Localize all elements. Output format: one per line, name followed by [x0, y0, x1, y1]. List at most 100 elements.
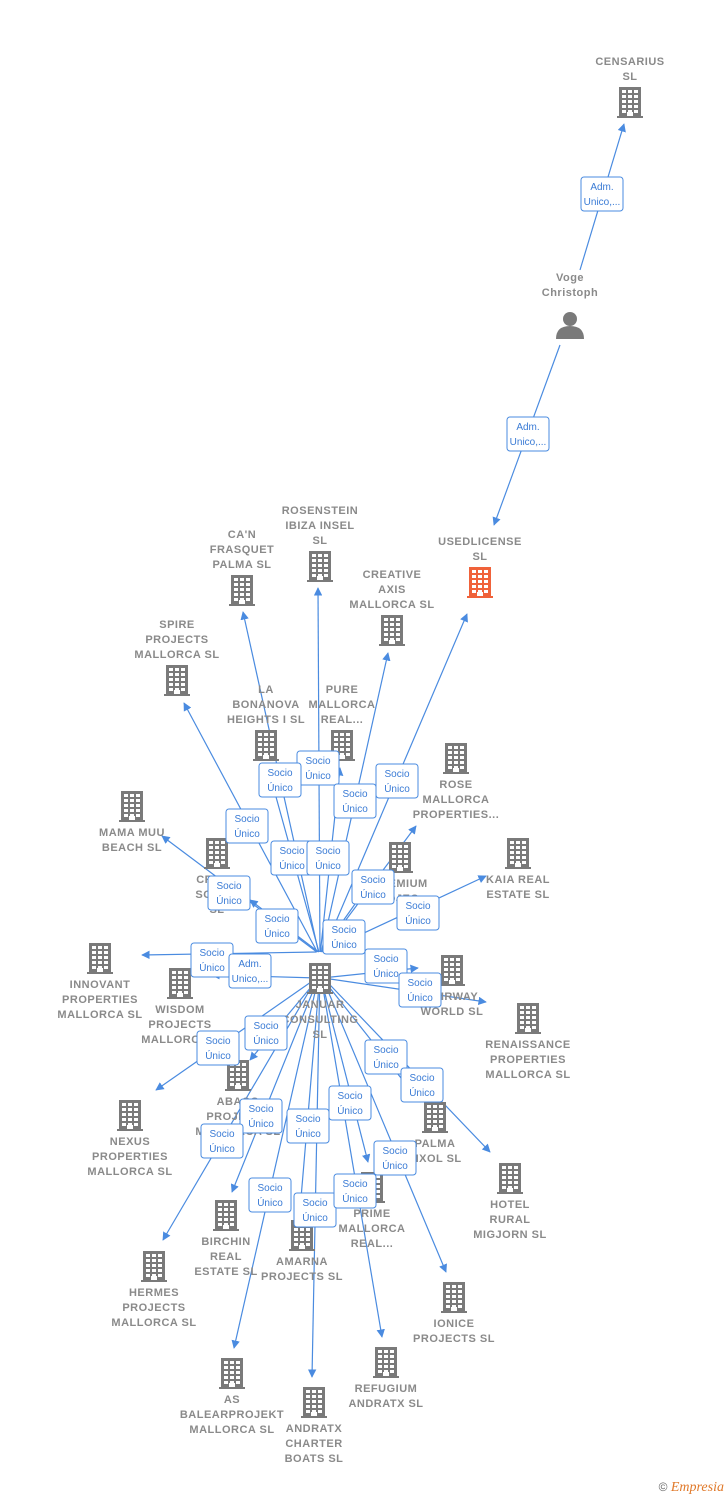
node-ionice[interactable]: IONICE PROJECTS SL	[413, 1282, 495, 1345]
building-icon	[441, 1282, 467, 1313]
node-label-line: IONICE	[434, 1318, 475, 1330]
node-label-line: HOTEL	[490, 1199, 530, 1211]
edge-label-line: Socio	[248, 1104, 273, 1115]
node-label-line: REAL	[210, 1251, 242, 1263]
node-label-line: REAL...	[321, 714, 364, 726]
node-hermes[interactable]: HERMES PROJECTS MALLORCA SL	[111, 1251, 196, 1329]
node-label-line: WORLD SL	[421, 1006, 484, 1018]
edge-januar-to-andratx	[307, 977, 321, 1378]
edge-januar-to-birchin	[230, 977, 319, 1193]
edge-januar-to-amarna	[296, 977, 321, 1211]
building-icon	[117, 1100, 143, 1131]
edge-label-line: Socio	[234, 814, 259, 825]
node-label-line: PROJECTS SL	[413, 1333, 495, 1345]
node-label-line: PURE	[326, 684, 359, 696]
node-label-line: CREATIVE	[363, 569, 422, 581]
brand-logo[interactable]: Empresia	[670, 1480, 724, 1495]
building-icon	[467, 567, 493, 598]
node-rose[interactable]: ROSEMALLORCAPROPERTIES...	[413, 743, 500, 821]
building-icon	[439, 955, 465, 986]
node-label-line: PROPERTIES...	[413, 809, 500, 821]
node-label-line: MALLORCA	[339, 1223, 406, 1235]
edge-label-line: Único	[360, 888, 386, 901]
edge-label-wisdom[interactable]: Adm.Unico,...	[228, 953, 272, 989]
node-label-line: Voge	[556, 272, 584, 284]
edge-label-line: Socio	[409, 1073, 434, 1084]
edge-label-line: Socio	[205, 1036, 230, 1047]
building-icon	[387, 842, 413, 873]
node-label-line: INNOVANT	[70, 979, 131, 991]
edge-label-line: Socio	[384, 769, 409, 780]
node-label-line: NEXUS	[110, 1136, 150, 1148]
building-icon	[379, 615, 405, 646]
node-label-line: HERMES	[129, 1287, 179, 1299]
edge-label-line: Único	[209, 1142, 235, 1155]
edge-label-line: Único	[342, 802, 368, 815]
node-wisdom[interactable]: WISDOMPROJECTSMALLORCA...	[141, 968, 219, 1046]
building-icon	[253, 730, 279, 761]
edge-label-line: Adm.	[590, 182, 613, 193]
node-label-line: PROJECTS	[122, 1302, 185, 1314]
node-label-line: AXIS	[378, 584, 406, 596]
footer: © Empresia	[659, 1480, 724, 1496]
edge-label-line: Socio	[331, 925, 356, 936]
edge-januar-to-prime	[320, 977, 371, 1163]
node-label-line: MALLORCA	[423, 794, 490, 806]
edge-label-line: Socio	[342, 789, 367, 800]
edge-label-line: Único	[409, 1086, 435, 1099]
edge-label-censarius[interactable]: Adm.Unico,...	[580, 176, 624, 212]
node-label-line: PROJECTS	[148, 1019, 211, 1031]
edge-label-line: Socio	[253, 1021, 278, 1032]
edge-label-usedlicense[interactable]: Adm.Unico,...	[506, 416, 550, 452]
node-label-line: ANDRATX SL	[348, 1398, 423, 1410]
node-label-line: MALLORCA SL	[111, 1317, 196, 1329]
